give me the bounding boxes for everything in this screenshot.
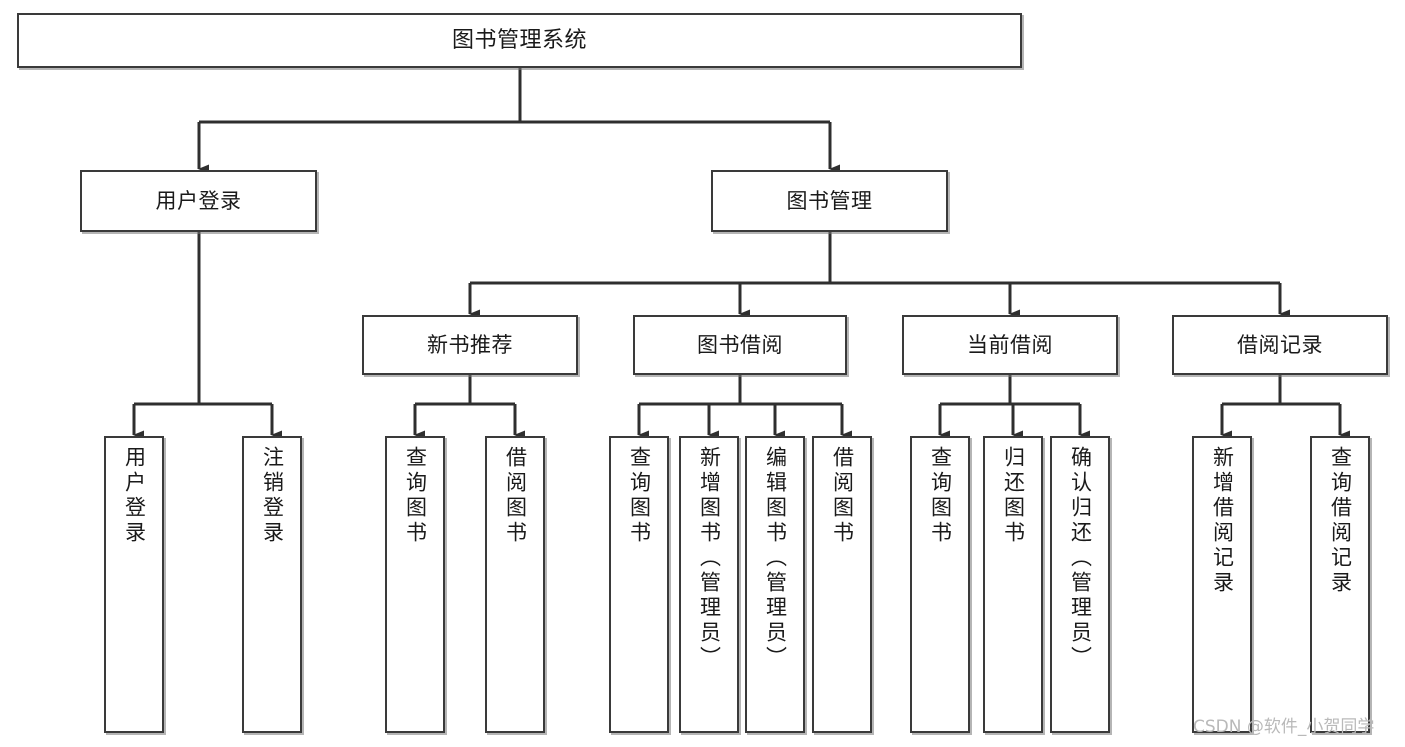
node-current-loan[interactable]: 当前借阅 (902, 315, 1118, 375)
node-label-user-login: 用户登录 (155, 188, 242, 213)
node-label-leaf-edit-book: 编辑图书（管理员） (763, 446, 788, 671)
node-leaf-query-book-1[interactable]: 查询图书 (385, 436, 445, 733)
node-label-current-loan: 当前借阅 (967, 332, 1053, 357)
node-label-leaf-query-book-1: 查询图书 (403, 446, 428, 546)
node-leaf-return-book[interactable]: 归还图书 (983, 436, 1043, 733)
node-label-leaf-add-record: 新增借阅记录 (1210, 446, 1235, 596)
node-leaf-edit-book[interactable]: 编辑图书（管理员） (745, 436, 805, 733)
node-root[interactable]: 图书管理系统 (17, 13, 1022, 68)
node-label-leaf-query-book-3: 查询图书 (928, 446, 953, 546)
node-loan-record[interactable]: 借阅记录 (1172, 315, 1388, 375)
node-book-borrow[interactable]: 图书借阅 (633, 315, 847, 375)
node-leaf-user-logout[interactable]: 注销登录 (242, 436, 302, 733)
node-label-book-borrow: 图书借阅 (697, 332, 783, 357)
node-label-loan-record: 借阅记录 (1237, 332, 1323, 357)
node-label-leaf-add-book: 新增图书（管理员） (697, 446, 722, 671)
node-label-leaf-confirm-ret: 确认归还（管理员） (1068, 446, 1093, 671)
node-leaf-query-record[interactable]: 查询借阅记录 (1310, 436, 1370, 733)
node-label-new-book-rec: 新书推荐 (427, 332, 513, 357)
node-label-book-manage: 图书管理 (786, 188, 873, 213)
node-leaf-query-book-2[interactable]: 查询图书 (609, 436, 669, 733)
node-label-leaf-user-login: 用户登录 (122, 446, 147, 546)
node-leaf-add-book[interactable]: 新增图书（管理员） (679, 436, 739, 733)
node-book-manage[interactable]: 图书管理 (711, 170, 948, 232)
node-leaf-user-login[interactable]: 用户登录 (104, 436, 164, 733)
node-leaf-query-book-3[interactable]: 查询图书 (910, 436, 970, 733)
node-label-leaf-borrow-book-2: 借阅图书 (830, 446, 855, 546)
node-leaf-borrow-book-2[interactable]: 借阅图书 (812, 436, 872, 733)
node-leaf-borrow-book-1[interactable]: 借阅图书 (485, 436, 545, 733)
node-user-login[interactable]: 用户登录 (80, 170, 317, 232)
node-label-leaf-query-book-2: 查询图书 (627, 446, 652, 546)
node-label-leaf-borrow-book-1: 借阅图书 (503, 446, 528, 546)
node-label-root: 图书管理系统 (451, 27, 587, 53)
node-label-leaf-user-logout: 注销登录 (260, 446, 285, 546)
node-label-leaf-query-record: 查询借阅记录 (1328, 446, 1353, 596)
node-leaf-add-record[interactable]: 新增借阅记录 (1192, 436, 1252, 733)
node-label-leaf-return-book: 归还图书 (1001, 446, 1026, 546)
csdn-watermark: CSDN @软件_小贺同学 (1193, 717, 1375, 737)
node-leaf-confirm-ret[interactable]: 确认归还（管理员） (1050, 436, 1110, 733)
node-new-book-rec[interactable]: 新书推荐 (362, 315, 578, 375)
